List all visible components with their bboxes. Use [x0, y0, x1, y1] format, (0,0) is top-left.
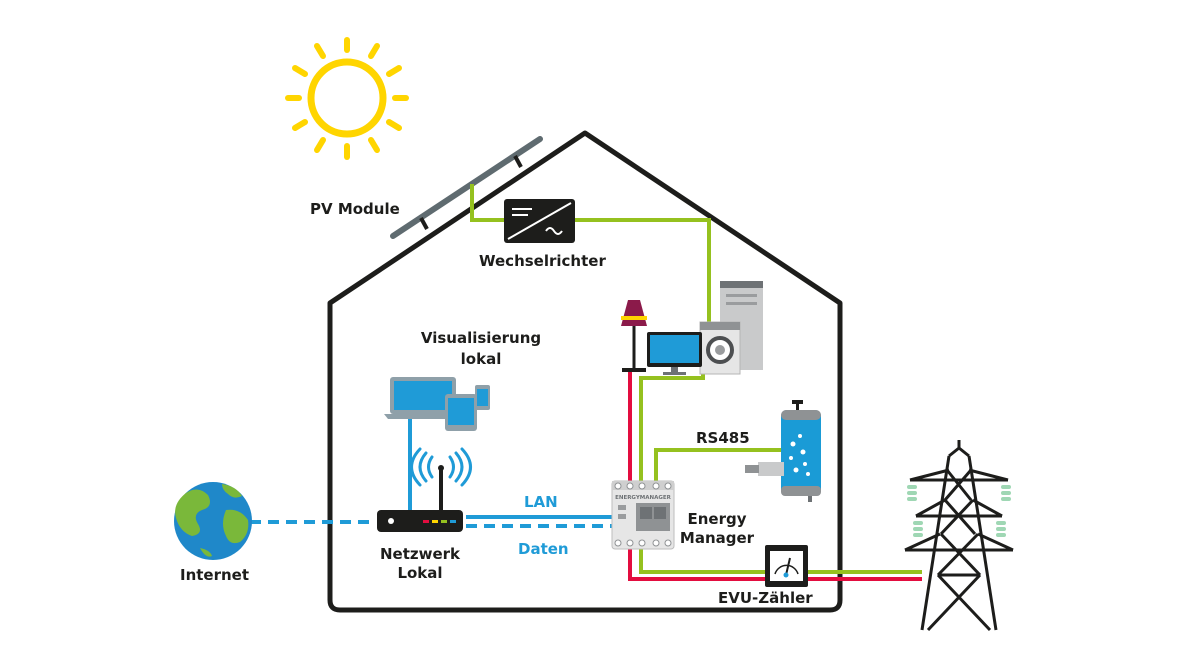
lan-label: LAN — [524, 493, 558, 511]
energy-manager-label-line1: Energy — [687, 510, 747, 528]
meter-icon — [765, 545, 808, 587]
monitor-icon — [647, 332, 702, 375]
power-lines-green — [470, 184, 922, 574]
energy-manager-label-line2: Manager — [679, 529, 755, 547]
water-heater-icon — [745, 400, 821, 502]
network-lines — [250, 418, 612, 528]
power-pylon-icon — [904, 440, 1014, 632]
laptop-tablet-phone-icon — [384, 377, 490, 431]
network-label-line2: Lokal — [397, 564, 443, 582]
inverter-icon — [504, 199, 575, 243]
earth-globe-icon — [174, 482, 252, 560]
power-lines-red — [628, 370, 922, 581]
inverter-label: Wechselrichter — [479, 252, 606, 270]
data-label: Daten — [518, 540, 569, 558]
device-label: ENERGYMANAGER — [615, 495, 672, 501]
internet-label: Internet — [180, 566, 250, 584]
router-icon — [377, 447, 472, 532]
sun-icon — [285, 37, 409, 160]
visualization-label-line1: Visualisierung — [420, 329, 542, 347]
house-outline — [327, 130, 843, 613]
lamp-icon — [621, 300, 647, 372]
network-label-line1: Netzwerk — [379, 545, 461, 563]
pv-panel-icon — [390, 136, 543, 239]
energy-manager-device-icon: ENERGYMANAGER — [611, 480, 675, 550]
visualization-label-line2: lokal — [460, 350, 502, 368]
rs485-label: RS485 — [696, 429, 750, 447]
pv-module-label: PV Module — [310, 200, 400, 218]
insulator-icons — [907, 485, 1011, 537]
meter-label: EVU-Zähler — [718, 589, 813, 607]
appliances-icon — [699, 281, 763, 375]
